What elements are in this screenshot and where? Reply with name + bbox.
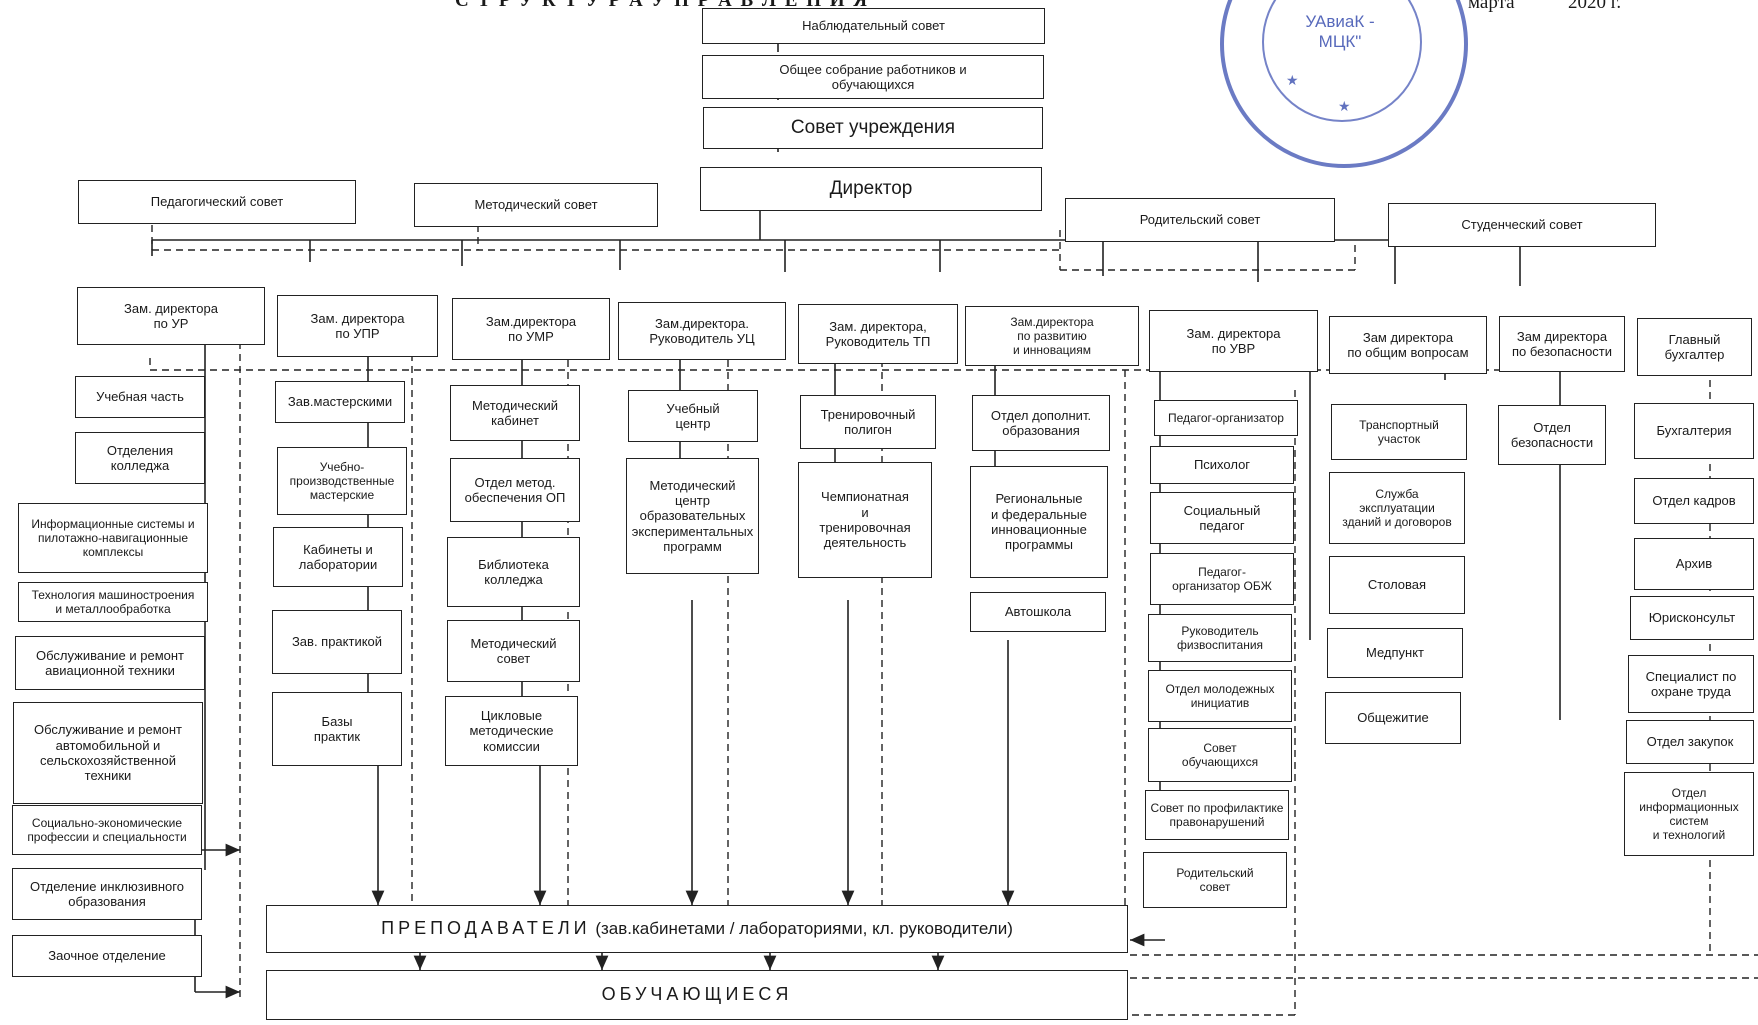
unit-box: Общежитие bbox=[1325, 692, 1461, 744]
unit-box: Специалист по охране труда bbox=[1628, 655, 1754, 713]
unit-box: Чемпионатная и тренировочная деятельност… bbox=[798, 462, 932, 578]
star-icon: ★ bbox=[1338, 98, 1351, 114]
unit-box: Руководитель физвоспитания bbox=[1148, 614, 1292, 662]
unit-box: Отделения колледжа bbox=[75, 432, 205, 484]
director-box: Директор bbox=[700, 167, 1042, 211]
unit-box: Педагог- организатор ОБЖ bbox=[1150, 553, 1294, 605]
unit-box: Столовая bbox=[1329, 556, 1465, 614]
unit-box: Отдел кадров bbox=[1634, 478, 1754, 524]
header-title-fragment: С Т Р У К Т У Р А У П Р А В Л Е Н И Я bbox=[455, 0, 869, 11]
unit-box: Зав.мастерскими bbox=[275, 381, 405, 423]
deputy-umr-box: Зам.директора по УМР bbox=[452, 298, 610, 360]
unit-box: Родительский совет bbox=[1143, 852, 1287, 908]
unit-box: Транспортный участок bbox=[1331, 404, 1467, 460]
unit-box: Учебная часть bbox=[75, 376, 205, 418]
unit-box: Учебный центр bbox=[628, 390, 758, 442]
unit-box: Социальный педагог bbox=[1150, 492, 1294, 544]
unit-box: Медпункт bbox=[1327, 628, 1463, 678]
pedagogical-council-box: Педагогический совет bbox=[78, 180, 356, 224]
unit-box: Автошкола bbox=[970, 592, 1106, 632]
deputy-tp-box: Зам. директора, Руководитель ТП bbox=[798, 304, 958, 364]
header-month: марта bbox=[1468, 0, 1515, 13]
teachers-detail: (зав.кабинетами / лабораториями, кл. рук… bbox=[595, 918, 1013, 938]
teachers-title: ПРЕПОДАВАТЕЛИ bbox=[381, 918, 591, 939]
star-icon: ★ bbox=[1286, 72, 1299, 88]
unit-box: Технология машиностроения и металлообраб… bbox=[18, 582, 208, 622]
unit-box: Тренировочный полигон bbox=[800, 395, 936, 449]
students-council-box: Студенческий совет bbox=[1388, 203, 1656, 247]
unit-box: Информационные системы и пилотажно-навиг… bbox=[18, 503, 208, 573]
unit-box: Отдел метод. обеспечения ОП bbox=[450, 458, 580, 522]
unit-box: Архив bbox=[1634, 538, 1754, 590]
unit-box: Психолог bbox=[1150, 446, 1294, 484]
unit-box: Обслуживание и ремонт автомобильной и се… bbox=[13, 702, 203, 804]
unit-box: Заочное отделение bbox=[12, 935, 202, 977]
unit-box: Совет обучающихся bbox=[1148, 728, 1292, 782]
deputy-general-box: Зам директора по общим вопросам bbox=[1329, 316, 1487, 374]
unit-box: Отдел безопасности bbox=[1498, 405, 1606, 465]
unit-box: Региональные и федеральные инновационные… bbox=[970, 466, 1108, 578]
general-meeting-box: Общее собрание работников и обучающихся bbox=[702, 55, 1044, 99]
unit-box: Отдел дополнит. образования bbox=[972, 395, 1110, 451]
deputy-uc-box: Зам.директора. Руководитель УЦ bbox=[618, 302, 786, 360]
unit-box: Цикловые методические комиссии bbox=[445, 696, 578, 766]
institution-council-box: Совет учреждения bbox=[703, 107, 1043, 149]
students-bar: ОБУЧАЮЩИЕСЯ bbox=[266, 970, 1128, 1020]
supervisory-board-box: Наблюдательный совет bbox=[702, 8, 1045, 44]
unit-box: Отдел закупок bbox=[1626, 720, 1754, 764]
unit-box: Методический совет bbox=[447, 620, 580, 682]
unit-box: Отдел информационных систем и технологий bbox=[1624, 772, 1754, 856]
unit-box: Зав. практикой bbox=[272, 610, 402, 674]
deputy-uvr-box: Зам. директора по УВР bbox=[1149, 310, 1318, 372]
deputy-security-box: Зам директора по безопасности bbox=[1499, 316, 1625, 372]
chief-accountant-box: Главный бухгалтер bbox=[1637, 318, 1752, 376]
unit-box: Служба эксплуатации зданий и договоров bbox=[1329, 472, 1465, 544]
unit-box: Бухгалтерия bbox=[1634, 403, 1754, 459]
unit-box: Базы практик bbox=[272, 692, 402, 766]
unit-box: Отдел молодежных инициатив bbox=[1148, 670, 1292, 722]
header-year: 2020 г. bbox=[1568, 0, 1622, 13]
unit-box: Кабинеты и лаборатории bbox=[273, 527, 403, 587]
unit-box: Учебно- производственные мастерские bbox=[277, 447, 407, 515]
unit-box: Обслуживание и ремонт авиационной техник… bbox=[15, 636, 205, 690]
unit-box: Юрисконсульт bbox=[1630, 596, 1754, 640]
unit-box: Библиотека колледжа bbox=[447, 537, 580, 607]
seal-stamp-text: УАвиаК - МЦК" bbox=[1305, 12, 1375, 51]
unit-box: Методический кабинет bbox=[450, 385, 580, 441]
unit-box: Социально-экономические профессии и спец… bbox=[12, 805, 202, 855]
unit-box: Отделение инклюзивного образования bbox=[12, 868, 202, 920]
unit-box: Совет по профилактике правонарушений bbox=[1145, 790, 1289, 840]
unit-box: Методический центр образовательных экспе… bbox=[626, 458, 759, 574]
parents-council-box: Родительский совет bbox=[1065, 198, 1335, 242]
methodical-council-box: Методический совет bbox=[414, 183, 658, 227]
deputy-upr-box: Зам. директора по УПР bbox=[277, 295, 438, 357]
deputy-ur-box: Зам. директора по УР bbox=[77, 287, 265, 345]
teachers-bar: ПРЕПОДАВАТЕЛИ (зав.кабинетами / лаборато… bbox=[266, 905, 1128, 953]
deputy-innovation-box: Зам.директора по развитию и инновациям bbox=[965, 306, 1139, 366]
unit-box: Педагог-организатор bbox=[1154, 400, 1298, 436]
